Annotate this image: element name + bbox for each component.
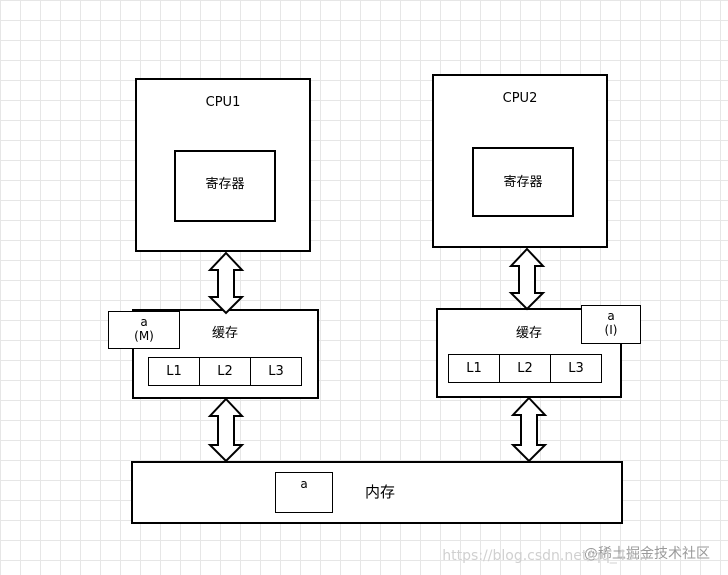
cpu2-register-box (472, 147, 574, 217)
watermark-url: https://blog.csdn.net/qq_43... (442, 548, 648, 564)
cpu2-cache-tag-var: a (607, 309, 615, 323)
cpu1-cache-tag: a (M) (108, 311, 180, 349)
memory-box (131, 461, 623, 524)
memory-var-box (275, 472, 333, 513)
cpu1-title: CPU1 (205, 95, 241, 110)
watermark-text: @稀土掘金技术社区 (584, 546, 710, 562)
cpu1-register-label: 寄存器 (205, 177, 245, 192)
cpu2-title: CPU2 (502, 91, 538, 106)
cache2-memory-arrow (510, 396, 548, 463)
cpu2-cache-tag: a (I) (581, 305, 641, 344)
cpu1-register-box (174, 150, 276, 222)
cpu1-cache-tag-var: a (140, 315, 148, 329)
cpu1-cache-label: 缓存 (211, 326, 238, 341)
cache1-memory-arrow (207, 397, 245, 463)
cpu2-cache-label: 缓存 (515, 326, 542, 341)
memory-label: 内存 (364, 483, 395, 501)
cpu1-cache-l3: L3 (250, 357, 302, 386)
cpu1-cache-tag-state: (M) (134, 329, 154, 343)
cpu2-cache-arrow (508, 247, 546, 311)
cpu2-cache-l3: L3 (550, 354, 602, 383)
cpu1-cache-arrow (207, 251, 245, 315)
memory-var-label: a (300, 477, 308, 491)
watermark: https://blog.csdn.net/qq_43... @稀土掘金技术社区 (442, 543, 710, 564)
cpu2-cache-tag-state: (I) (604, 323, 618, 337)
cpu2-register-label: 寄存器 (503, 175, 543, 190)
